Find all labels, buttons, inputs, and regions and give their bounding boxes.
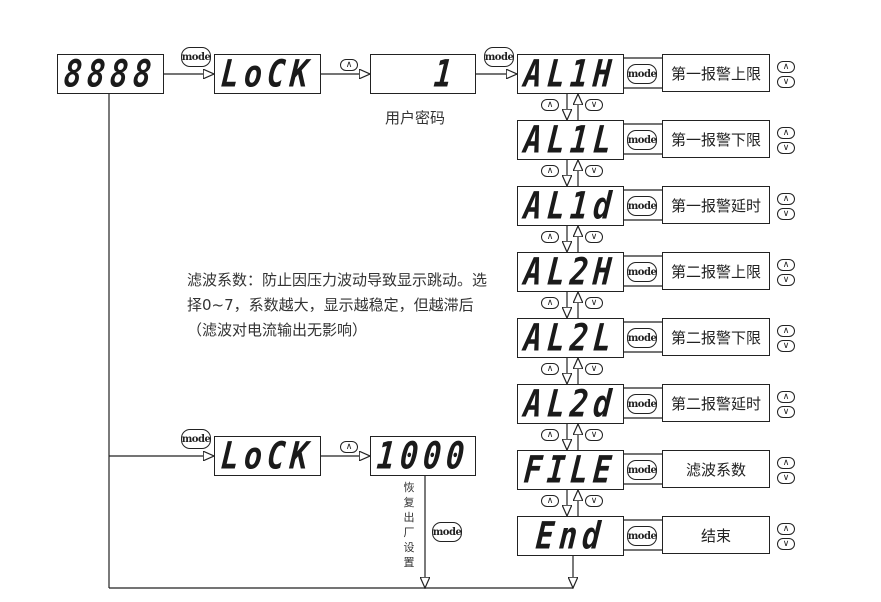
menu-display-text: AL1d (522, 184, 619, 228)
mode-button[interactable]: mode (627, 328, 657, 348)
menu-description: 结束 (662, 516, 770, 554)
menu-display-text: AL2L (522, 316, 619, 360)
up-button[interactable]: ∧ (541, 99, 559, 111)
up-button[interactable]: ∧ (777, 391, 795, 403)
menu-display-text: AL1H (522, 52, 619, 96)
down-button[interactable]: ∨ (585, 429, 603, 441)
menu-display-text: FILE (522, 448, 619, 492)
down-button[interactable]: ∨ (585, 165, 603, 177)
menu-description: 第二报警下限 (662, 318, 770, 356)
menu-display-text: End (534, 514, 607, 558)
up-button[interactable]: ∧ (777, 523, 795, 535)
up-button[interactable]: ∧ (541, 495, 559, 507)
up-button[interactable]: ∧ (777, 259, 795, 271)
up-button[interactable]: ∧ (340, 59, 358, 71)
up-button[interactable]: ∧ (777, 127, 795, 139)
menu-description: 第二报警延时 (662, 384, 770, 422)
password-caption: 用户密码 (385, 109, 446, 127)
down-button[interactable]: ∨ (777, 472, 795, 484)
down-button[interactable]: ∨ (585, 495, 603, 507)
factory-display-text: 1000 (375, 434, 471, 478)
up-button[interactable]: ∧ (777, 325, 795, 337)
up-button[interactable]: ∧ (340, 441, 358, 453)
menu-description: 第一报警延时 (662, 186, 770, 224)
up-button[interactable]: ∧ (777, 457, 795, 469)
menu-display: AL1d (517, 184, 624, 228)
menu-display: AL1H (517, 52, 624, 96)
lock-display: LoCK (214, 52, 321, 96)
down-button[interactable]: ∨ (585, 297, 603, 309)
up-button[interactable]: ∧ (541, 429, 559, 441)
mode-button[interactable]: mode (432, 522, 462, 542)
up-button[interactable]: ∧ (541, 165, 559, 177)
down-button[interactable]: ∨ (585, 363, 603, 375)
down-button[interactable]: ∨ (585, 99, 603, 111)
down-button[interactable]: ∨ (777, 142, 795, 154)
menu-description: 第一报警下限 (662, 120, 770, 158)
mode-button[interactable]: mode (627, 196, 657, 216)
menu-display-text: AL2d (522, 382, 619, 426)
mode-button[interactable]: mode (627, 64, 657, 84)
menu-display: AL2d (517, 382, 624, 426)
menu-description: 滤波系数 (662, 450, 770, 488)
mode-button[interactable]: mode (627, 394, 657, 414)
mode-button[interactable]: mode (627, 130, 657, 150)
reset-lock-display: LoCK (214, 434, 321, 478)
mode-button[interactable]: mode (484, 47, 514, 67)
up-button[interactable]: ∧ (541, 363, 559, 375)
mode-button[interactable]: mode (181, 429, 211, 449)
down-button[interactable]: ∨ (585, 231, 603, 243)
down-button[interactable]: ∨ (777, 274, 795, 286)
down-button[interactable]: ∨ (777, 538, 795, 550)
menu-display: AL2L (517, 316, 624, 360)
down-button[interactable]: ∨ (777, 406, 795, 418)
menu-display-text: AL2H (522, 250, 619, 294)
mode-button[interactable]: mode (627, 262, 657, 282)
menu-display: AL1L (517, 118, 624, 162)
up-button[interactable]: ∧ (541, 297, 559, 309)
factory-caption: 恢复出厂设置 (403, 481, 415, 569)
filter-note: 滤波系数：防止因压力波动导致显示跳动。选择0~7，系数越大，显示越稳定，但越滞后… (187, 271, 488, 339)
up-button[interactable]: ∧ (777, 193, 795, 205)
reset-lock-display-text: LoCK (219, 434, 316, 478)
menu-display-text: AL1L (522, 118, 619, 162)
mode-button[interactable]: mode (627, 526, 657, 546)
start-display: 8888 (57, 52, 164, 96)
menu-display: FILE (517, 448, 624, 492)
down-button[interactable]: ∨ (777, 76, 795, 88)
lock-display-text: LoCK (219, 52, 316, 96)
up-button[interactable]: ∧ (541, 231, 559, 243)
menu-display: AL2H (517, 250, 624, 294)
down-button[interactable]: ∨ (777, 340, 795, 352)
menu-description: 第一报警上限 (662, 54, 770, 92)
start-display-text: 8888 (62, 52, 159, 96)
up-button[interactable]: ∧ (777, 61, 795, 73)
password-display: 1 (370, 52, 476, 96)
mode-button[interactable]: mode (181, 47, 211, 67)
password-display-text: 1 (432, 52, 459, 96)
menu-display: End (517, 514, 624, 558)
menu-description: 第二报警上限 (662, 252, 770, 290)
factory-display: 1000 (370, 434, 476, 478)
mode-button[interactable]: mode (627, 460, 657, 480)
down-button[interactable]: ∨ (777, 208, 795, 220)
